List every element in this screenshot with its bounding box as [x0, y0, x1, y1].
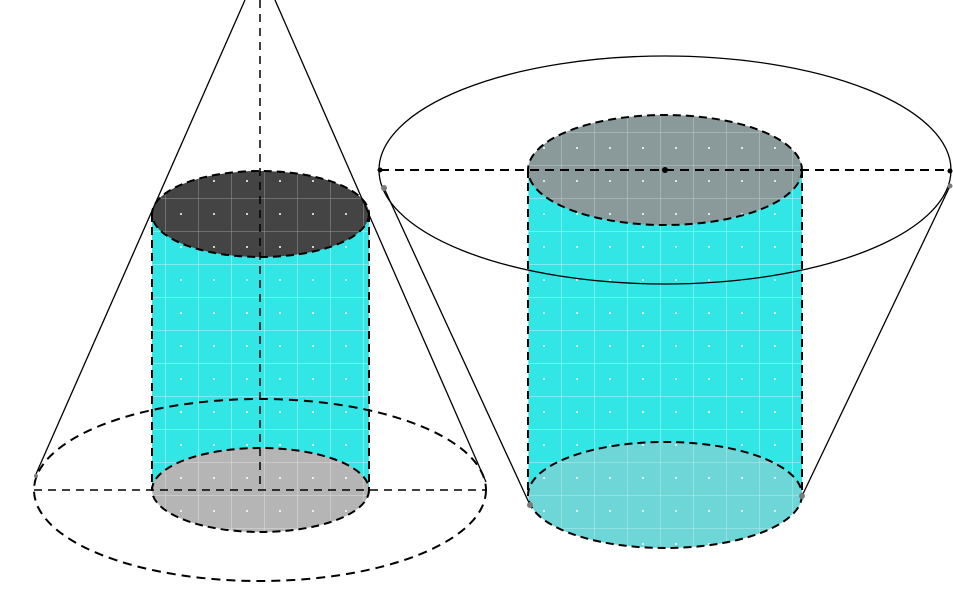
right-top-right-point: [947, 168, 953, 174]
right-left-slant-point: [381, 185, 387, 191]
right-frustum-right-slant: [801, 185, 951, 497]
right-bottom-left-point: [527, 502, 533, 508]
right-frustum-left-slant: [383, 187, 531, 506]
right-right-slant-point: [947, 183, 953, 189]
left-cone-base-left-point: [34, 474, 38, 478]
right-bottom-right-point: [799, 493, 805, 499]
left-cone-right-generatrix: [274, 0, 487, 483]
right-top-left-point: [377, 167, 383, 173]
left-cone-left-generatrix: [35, 0, 246, 475]
left-figure: [33, 0, 487, 582]
right-top-center-point: [662, 167, 668, 173]
right-cylinder-bottom-disk: [528, 442, 802, 548]
right-figure: [377, 55, 953, 549]
